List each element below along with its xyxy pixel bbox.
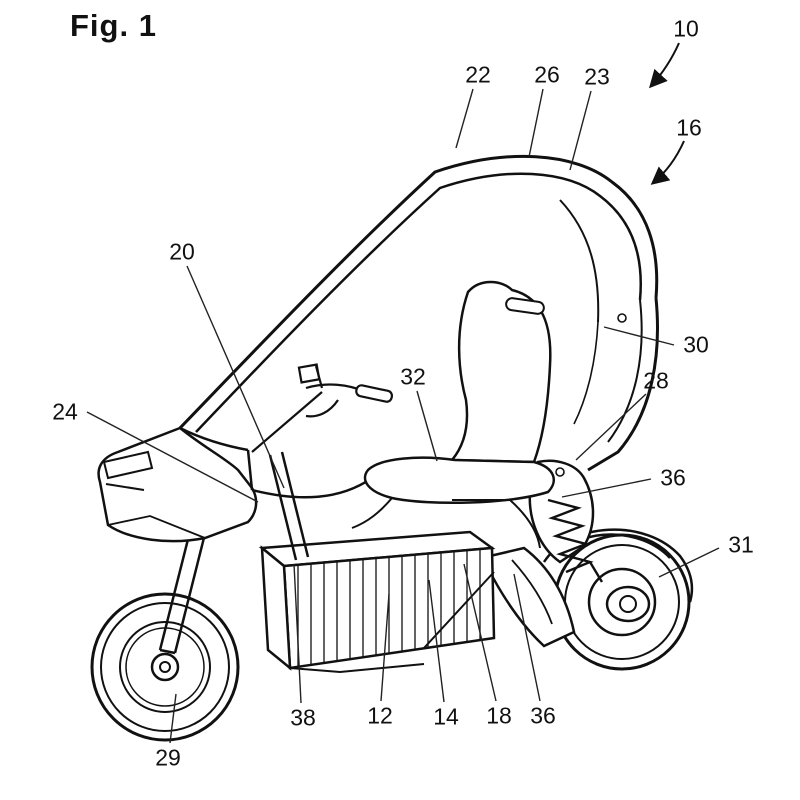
canopy: [178, 154, 659, 472]
ref-label-14: 14: [433, 703, 459, 730]
seat-cushion: [363, 456, 556, 505]
ref-label-38: 38: [290, 704, 316, 731]
ref-label-10: 10: [673, 15, 699, 42]
arrow-16: [650, 140, 685, 185]
ref-label-23: 23: [584, 63, 610, 90]
figure-title: Fig. 1: [70, 8, 157, 43]
ref-label-24: 24: [52, 398, 78, 425]
ref-label-30: 30: [683, 331, 709, 358]
swingarm: [486, 546, 576, 648]
ref-label-12: 12: [367, 702, 393, 729]
front-wheel: [90, 592, 240, 742]
ref-label-28: 28: [643, 367, 669, 394]
seat: [351, 280, 556, 549]
ref-label-26: 26: [534, 61, 560, 88]
ref-label-36-lower: 36: [530, 702, 556, 729]
battery-box: [258, 530, 496, 674]
rear-window-frame: [559, 199, 600, 323]
frame-members: [179, 426, 373, 561]
ref-label-31: 31: [728, 531, 754, 558]
rear-wheel: [553, 533, 691, 671]
ref-label-16: 16: [676, 114, 702, 141]
leader-lines: [86, 88, 720, 744]
arrow-10: [648, 42, 680, 89]
coil-spring: [547, 498, 604, 583]
battery-box-hatching: [297, 549, 481, 666]
ref-label-32: 32: [400, 363, 426, 390]
ref-label-36-upper: 36: [660, 464, 686, 491]
front-fairing: [97, 426, 258, 543]
reference-arrows: [648, 42, 685, 185]
ref-label-22: 22: [465, 61, 491, 88]
ref-label-18: 18: [486, 702, 512, 729]
ref-label-20: 20: [169, 238, 195, 265]
handlebar: [251, 363, 394, 453]
ref-label-29: 29: [155, 744, 181, 771]
